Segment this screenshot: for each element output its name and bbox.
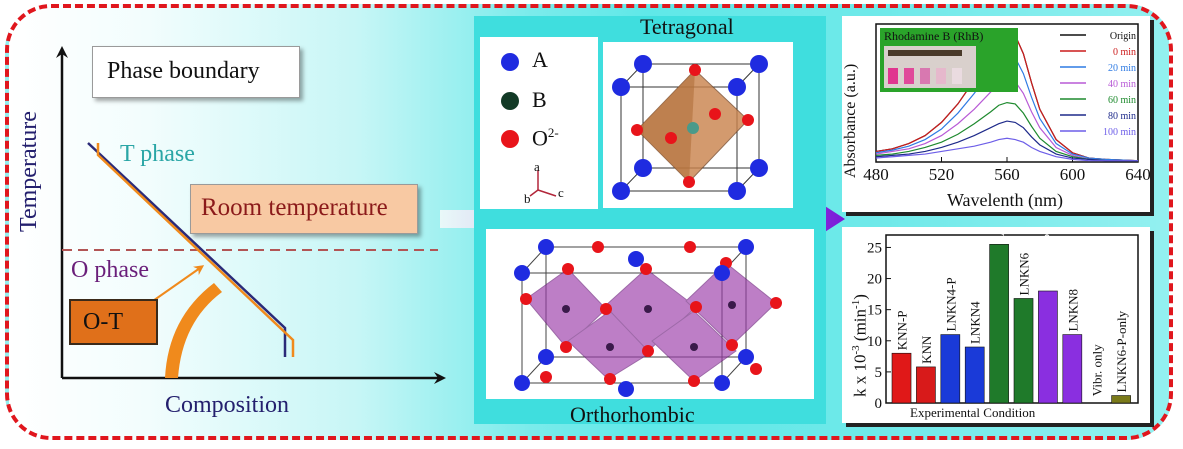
absorbance-legend-label: Origin bbox=[1110, 31, 1136, 42]
orthorhombic-title: Orthorhombic bbox=[570, 402, 695, 427]
bar-ytick-label: 0 bbox=[875, 396, 883, 412]
absorbance-legend-label: 20 min bbox=[1108, 63, 1136, 74]
bar-lnkn8-p bbox=[1038, 290, 1058, 404]
bar-lnkn4 bbox=[964, 346, 985, 404]
absorbance-series-line bbox=[875, 120, 1138, 162]
absorbance-legend-label: 60 min bbox=[1108, 95, 1136, 106]
room-temperature-box: Room temperature bbox=[190, 184, 418, 234]
phase-boundary-box: Phase boundary bbox=[92, 46, 300, 98]
bar-lnkn6-p bbox=[989, 244, 1009, 404]
bar-lnkn6-p-only bbox=[1111, 395, 1131, 404]
legend-a-label: A bbox=[532, 47, 548, 72]
bar-category-label: LNKN6-P-only bbox=[1114, 310, 1129, 392]
absorbance-xtick-label: 480 bbox=[863, 165, 889, 184]
absorbance-series-line bbox=[875, 137, 1138, 162]
room-temperature-label: Room temperature bbox=[201, 194, 388, 221]
bar-ytick-label: 15 bbox=[867, 303, 882, 319]
bar-category-label: LNKN8-P bbox=[1041, 234, 1056, 288]
rhb-inset: Rhodamine B (RhB) bbox=[880, 28, 1018, 92]
phase-boundary-line bbox=[87, 142, 287, 357]
bar-category-label: LNKN8 bbox=[1065, 289, 1080, 332]
absorbance-xtick-label: 520 bbox=[929, 165, 955, 184]
bar-category-label: LNKN4 bbox=[968, 301, 983, 344]
absorbance-series-line bbox=[875, 101, 1138, 162]
legend-o-label: O2- bbox=[532, 125, 559, 151]
t-phase-line bbox=[96, 143, 295, 357]
bar-plot-frame bbox=[885, 234, 1139, 404]
bar-lnkn6 bbox=[1013, 298, 1034, 404]
bar-knn-p bbox=[891, 352, 912, 404]
b-atom-icon bbox=[501, 92, 519, 110]
axis-b-label: b bbox=[524, 191, 531, 206]
atom-legend: A B O2- a b c bbox=[480, 37, 598, 209]
o-t-region bbox=[165, 283, 222, 378]
axis-c-label: c bbox=[558, 185, 564, 200]
o-atom-icon bbox=[501, 130, 519, 148]
composition-axis-label: Composition bbox=[165, 392, 290, 418]
legend-b-label: B bbox=[532, 87, 547, 112]
bar-ylabel: k x 10-3 (min-1) bbox=[850, 294, 870, 397]
bar-knn bbox=[916, 366, 936, 404]
bar-xlabel: Experimental Condition bbox=[910, 405, 1036, 420]
t-phase-label: T phase bbox=[120, 141, 195, 167]
bar-ytick-label: 10 bbox=[867, 334, 882, 350]
absorbance-chart-panel: 480 520 560 600 640 Origin 0 min 20 min 40 min 60… bbox=[842, 16, 1150, 212]
bar-ytick-label: 20 bbox=[867, 272, 882, 288]
absorbance-legend-label: 80 min bbox=[1108, 111, 1136, 122]
o-t-label: O-T bbox=[83, 309, 123, 335]
absorbance-xtick-label: 560 bbox=[994, 165, 1020, 184]
tetragonal-title: Tetragonal bbox=[640, 14, 734, 39]
tetragonal-cell bbox=[603, 42, 793, 208]
o-t-box: O-T bbox=[69, 299, 158, 345]
bar-lnkn4-p bbox=[940, 334, 961, 404]
bar-category-label: LNKN4-P bbox=[943, 277, 958, 331]
rhb-inset-title: Rhodamine B (RhB) bbox=[884, 29, 984, 43]
a-atom-icon bbox=[501, 53, 519, 71]
lattice-axes-icon bbox=[529, 170, 557, 197]
bar-category-label: LNKN6 bbox=[1017, 252, 1032, 295]
absorbance-legend-label: 40 min bbox=[1108, 79, 1136, 90]
absorbance-xtick-label: 640 bbox=[1125, 165, 1150, 184]
orthorhombic-cell bbox=[486, 229, 814, 399]
bar-category-label: KNN bbox=[919, 335, 934, 364]
o-phase-label: O phase bbox=[71, 257, 149, 283]
phase-diagram bbox=[56, 46, 446, 384]
temperature-axis-label: Temperature bbox=[16, 111, 42, 232]
bar-lnkn8 bbox=[1062, 334, 1083, 404]
absorbance-ylabel: Absorbance (a.u.) bbox=[842, 63, 859, 178]
bar-category-label: LNKN6-P bbox=[992, 227, 1007, 241]
o-t-arrow bbox=[149, 265, 205, 304]
bar-ytick-label: 5 bbox=[875, 365, 883, 381]
absorbance-xlabel: Wavelenth (nm) bbox=[947, 190, 1064, 210]
bar-ytick-label: 25 bbox=[867, 240, 882, 256]
sample-vials-photo bbox=[884, 46, 976, 88]
bar-category-label: KNN-P bbox=[895, 310, 910, 350]
axis-a-label: a bbox=[534, 159, 540, 174]
absorbance-legend-label: 100 min bbox=[1103, 127, 1136, 138]
phase-boundary-label: Phase boundary bbox=[107, 58, 260, 84]
b-site-atom bbox=[687, 122, 699, 134]
absorbance-chart: 480 520 560 600 640 Origin 0 min 20 min 40 min 60… bbox=[863, 23, 1150, 184]
absorbance-xtick-label: 600 bbox=[1060, 165, 1086, 184]
absorbance-legend-label: 0 min bbox=[1113, 47, 1136, 58]
bar-category-label: Vibr. only bbox=[1090, 344, 1105, 396]
